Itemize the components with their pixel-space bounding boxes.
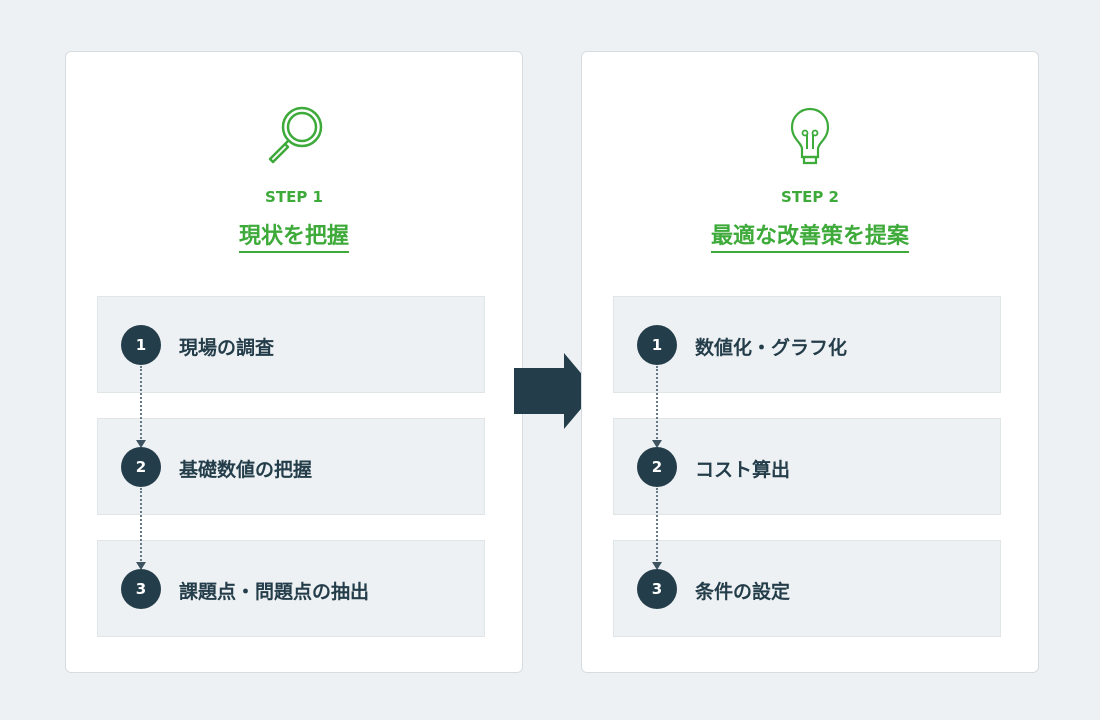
- step-number: 3: [637, 569, 677, 609]
- step-number: 1: [121, 325, 161, 365]
- step-number: 1: [637, 325, 677, 365]
- step2-card: STEP 2 最適な改善策を提案 1 数値化・グラフ化 2 コスト算出 3 条件の設定: [581, 51, 1039, 673]
- connector-arrow: [136, 488, 146, 570]
- item-label: 基礎数値の把握: [179, 459, 313, 481]
- item-label: 数値化・グラフ化: [695, 337, 848, 359]
- next-arrow-icon: [514, 353, 596, 429]
- list-item: 3 課題点・問題点の抽出: [97, 540, 485, 637]
- item-label: 課題点・問題点の抽出: [179, 581, 370, 603]
- list-item: 2 コスト算出: [613, 418, 1001, 515]
- list-item: 1 現場の調査: [97, 296, 485, 393]
- list-item: 1 数値化・グラフ化: [613, 296, 1001, 393]
- step-label: STEP 1: [265, 188, 323, 206]
- magnifier-icon: [268, 106, 323, 164]
- connector-arrow: [652, 488, 662, 570]
- step-title: 現状を把握: [238, 224, 349, 253]
- list-item: 2 基礎数値の把握: [97, 418, 485, 515]
- item-label: 条件の設定: [695, 581, 791, 603]
- connector-arrow: [136, 366, 146, 448]
- step-title: 最適な改善策を提案: [710, 224, 909, 253]
- step-number: 2: [637, 447, 677, 487]
- item-label: 現場の調査: [179, 337, 275, 359]
- step-number: 2: [121, 447, 161, 487]
- connector-arrow: [652, 366, 662, 448]
- list-item: 3 条件の設定: [613, 540, 1001, 637]
- step-number: 3: [121, 569, 161, 609]
- step-label: STEP 2: [781, 188, 839, 206]
- item-label: コスト算出: [695, 459, 791, 481]
- lightbulb-icon: [790, 107, 830, 165]
- step1-card: STEP 1 現状を把握 1 現場の調査 2 基礎数値の把握 3 課題点・問題点の抽出: [65, 51, 523, 673]
